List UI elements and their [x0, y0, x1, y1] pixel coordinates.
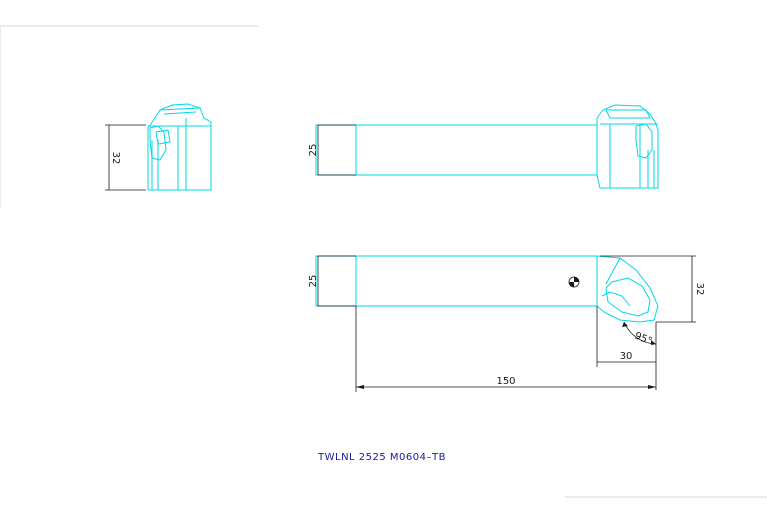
- top-view-width-dimension: 32: [600, 255, 705, 323]
- dim-head-length-text: 30: [620, 351, 633, 362]
- dim-overall-length-text: 150: [496, 376, 515, 387]
- sheet-frame-top-left: [0, 25, 258, 208]
- top-view: [315, 255, 659, 323]
- dim-top-width-text: 32: [694, 283, 705, 296]
- dim-angle-text: 95°: [633, 331, 654, 348]
- side-view: [315, 104, 659, 189]
- end-view-height-dimension: 32: [105, 124, 146, 191]
- dim-side-height-text: 25: [308, 144, 319, 157]
- part-number-label: TWLNL 2525 M0604–TB: [318, 452, 446, 463]
- dim-top-height-text: 25: [308, 275, 319, 288]
- top-view-height-dimension: 25: [308, 255, 356, 307]
- head-length-dimension: 30: [596, 306, 657, 390]
- center-mark: [568, 276, 580, 288]
- dim-end-height-text: 32: [110, 152, 121, 165]
- end-view: [147, 103, 212, 191]
- overall-length-dimension: 150: [355, 306, 656, 392]
- approach-angle-dimension: 95°: [622, 321, 657, 348]
- side-view-height-dimension: 25: [308, 124, 356, 176]
